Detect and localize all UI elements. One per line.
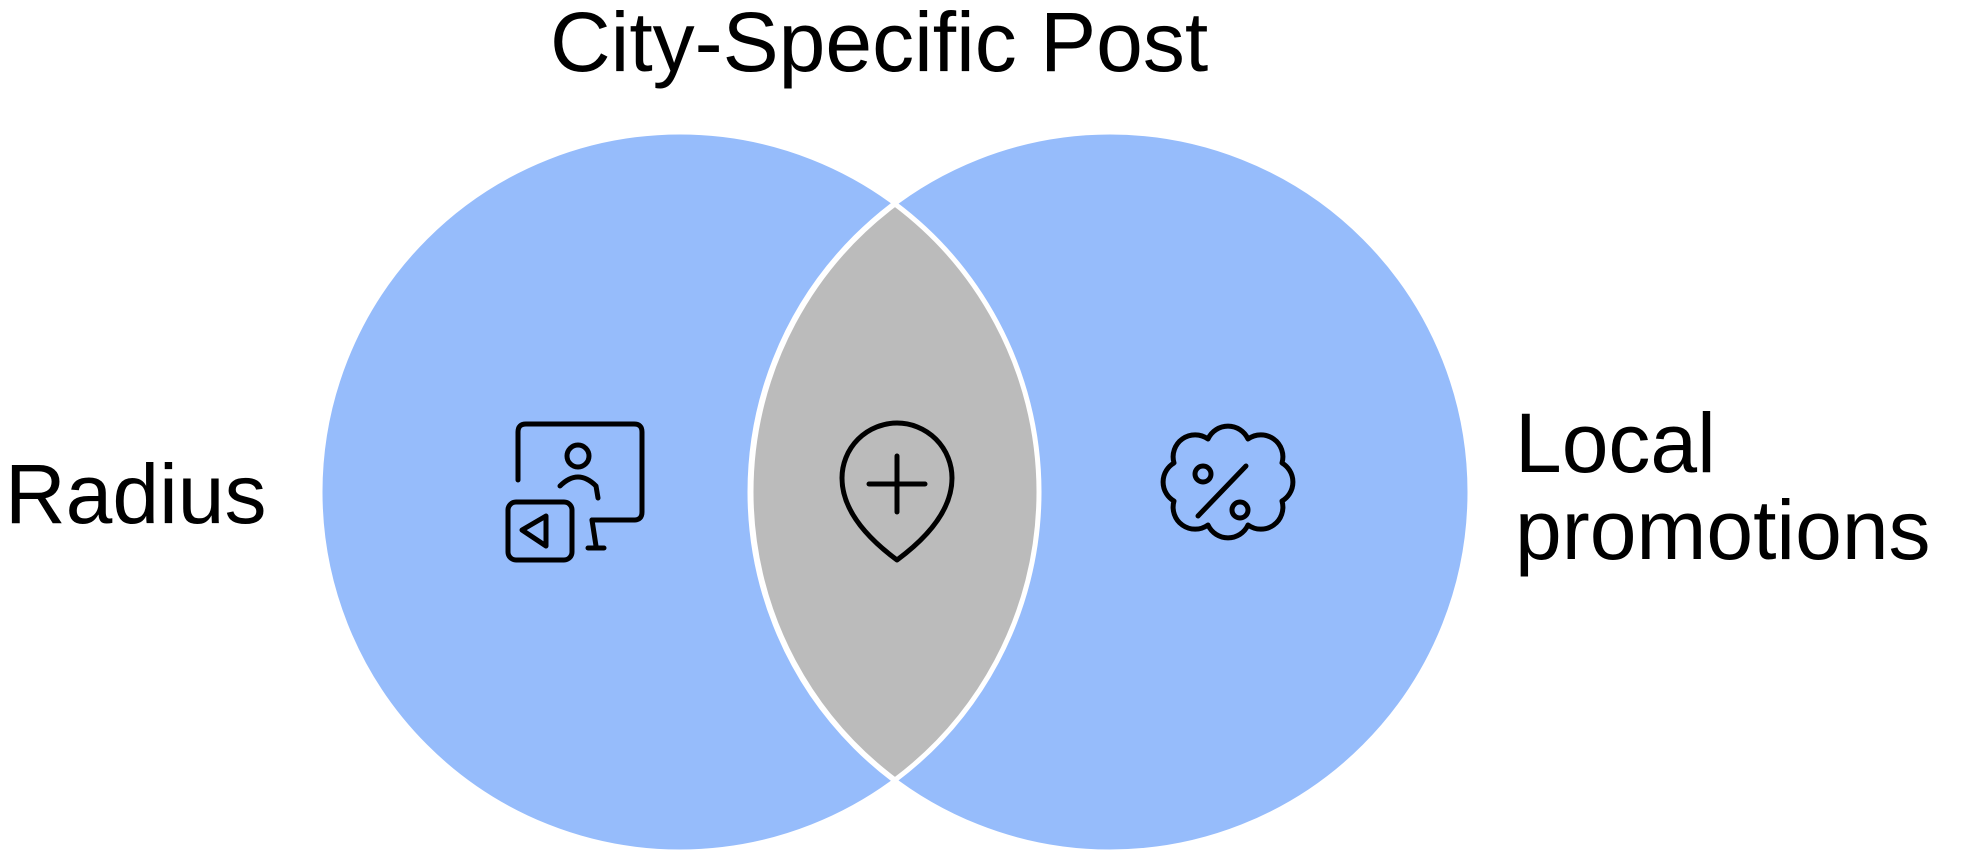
right-set-label: Local promotions: [1515, 400, 1931, 573]
user-monitor-video-icon: [505, 421, 645, 563]
diagram-title: City-Specific Post: [550, 0, 1209, 89]
left-set-label: Radius: [5, 447, 267, 541]
percent-badge-icon: [1160, 423, 1296, 541]
right-set-label-line1: Local: [1515, 396, 1716, 490]
map-pin-plus-icon: [839, 420, 955, 563]
right-set-label-line2: promotions: [1515, 482, 1931, 577]
